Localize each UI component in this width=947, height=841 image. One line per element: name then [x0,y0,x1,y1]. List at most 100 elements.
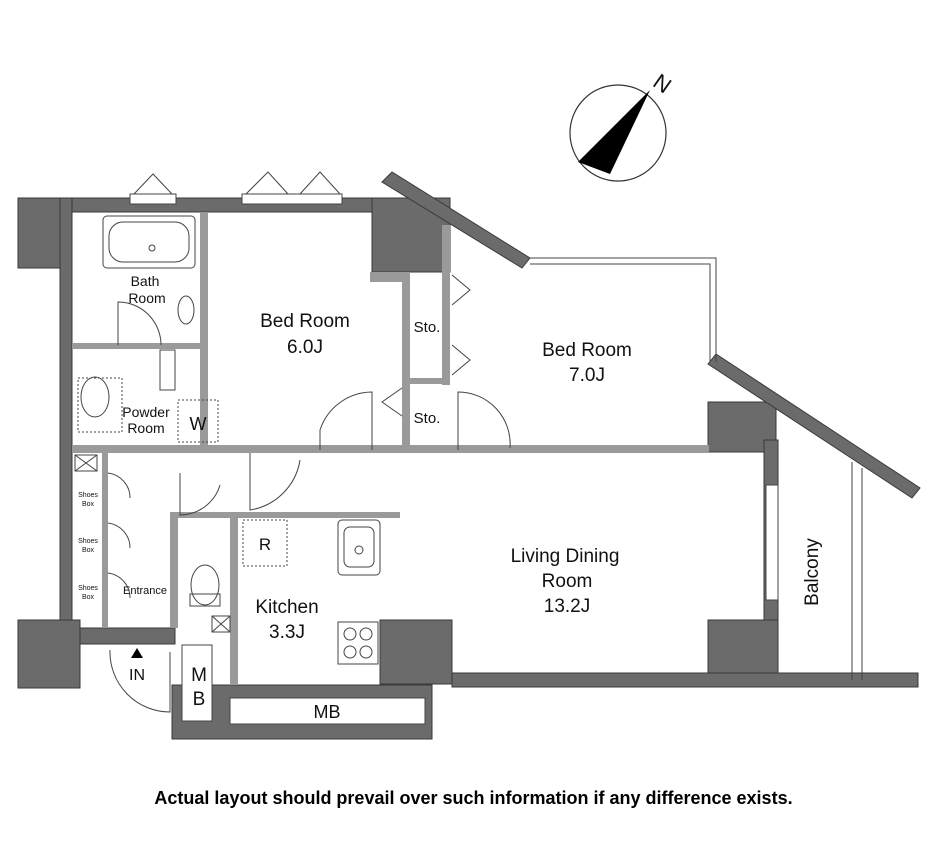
partition-sto-left [402,272,410,452]
window-bath-sash [133,173,173,195]
door-toilet [179,473,221,516]
partition-powder-hall [72,445,247,453]
door-entrance [109,649,171,713]
partition-sto-right [442,225,450,385]
toilet-icon [190,564,220,606]
partitions [72,212,709,684]
north-arrow-icon [578,90,650,174]
compass-ring [569,84,667,182]
mb-horizontal-label: MB [314,702,341,722]
burner-3-icon [343,645,357,659]
storage2-label: Sto. [414,410,441,427]
bedroom1-name: Bed Room [260,311,350,332]
window-bedroom1-sash-b [299,171,341,195]
shoes1-label-2: Box [82,501,95,508]
window-living-balcony [765,484,779,601]
windows [129,171,779,601]
wall-bottom-left [17,619,81,689]
refrigerator-box [242,519,288,567]
kitchen-sink-icon [337,519,381,576]
partition-toilet-left [170,512,178,628]
window-bedroom1 [241,193,343,205]
entry-marker-label: IN [129,667,145,684]
room-labels: Bath Room Bed Room 6.0J Bed Room 7.0J St… [78,273,823,722]
entrance-label: Entrance [123,585,167,597]
window-bedroom2-inner [530,263,711,362]
mb-horizontal-box [229,697,426,725]
powder-vanity-outline [77,377,123,433]
kitchen-sink-basin [343,526,375,568]
kitchen-size: 3.3J [269,622,305,643]
storage1-label: Sto. [414,319,441,336]
bedroom2-name: Bed Room [542,340,632,361]
window-bath [129,193,177,205]
wardrobe-box [177,399,219,443]
entry-arrow-icon [131,648,143,658]
door-living [249,453,301,511]
burner-2-icon [359,627,373,641]
disclaimer-text: Actual layout should prevail over such i… [154,788,793,808]
door-sto-fold-b [451,344,471,376]
door-bath [117,301,162,346]
shoes3-label-2: Box [82,594,95,601]
doors [107,274,511,713]
refrigerator-label: R [259,535,271,554]
stove-icon [337,621,379,665]
balcony-label: Balcony [802,538,823,606]
partition-shoes [102,453,108,628]
wardrobe-label: W [190,414,207,434]
door-powder-fold [159,349,176,391]
shoes2-label-2: Box [82,547,95,554]
bathtub-drain-icon [148,244,156,252]
kitchen-sink-drain-icon [354,545,364,555]
walls [17,171,921,740]
shoes3-label-1: Shoes [78,585,98,592]
shoes2-label-1: Shoes [78,538,98,545]
vent-icon-1 [74,454,98,472]
window-bedroom1-sash-a [245,171,289,195]
living-size: 13.2J [544,596,590,617]
bathtub [102,215,196,269]
compass: N [569,69,676,182]
bath-label-1: Bath [131,273,160,289]
shoes-box-doors [107,472,131,599]
burner-1-icon [343,627,357,641]
bath-label-2: Room [128,290,165,306]
door-sto-fold-c [381,387,403,417]
window-bedroom2 [530,257,717,362]
shoes1-label-1: Shoes [78,492,98,499]
bathtub-inner [108,221,190,263]
north-label: N [649,69,676,99]
washbasin-icon [80,376,110,418]
partition-sto-top [370,272,405,282]
living-label-2: Room [542,571,593,592]
burner-4-icon [359,645,373,659]
balcony-rails [851,462,863,680]
vent-icon-2-cross-b [211,615,231,633]
wall-left [59,197,73,629]
mb-vertical-box [181,644,213,722]
partition-bath-bed [200,212,208,452]
partition-kitchen-left [230,512,238,684]
partition-bath-powder [72,343,202,349]
living-label-1: Living Dining [511,546,620,567]
vent-icon-2 [211,615,231,633]
door-bedroom2 [457,391,511,450]
mb-vertical-label-2: B [193,689,206,710]
partition-sto-mid [402,378,450,384]
wall-diagonal-lower [707,353,921,499]
door-sto-fold-a [451,274,471,306]
toilet-tank [189,593,221,607]
bath-toilet-icon [177,295,195,325]
mb-vertical-label-1: M [191,665,207,686]
door-bedroom1 [319,391,373,450]
partition-kitchen-top [178,512,400,518]
fixtures [74,215,381,665]
wall-bottom [451,672,919,688]
bedroom1-size: 6.0J [287,337,323,358]
kitchen-name: Kitchen [255,597,318,618]
partition-bed-living [247,445,709,453]
bedroom2-size: 7.0J [569,365,605,386]
